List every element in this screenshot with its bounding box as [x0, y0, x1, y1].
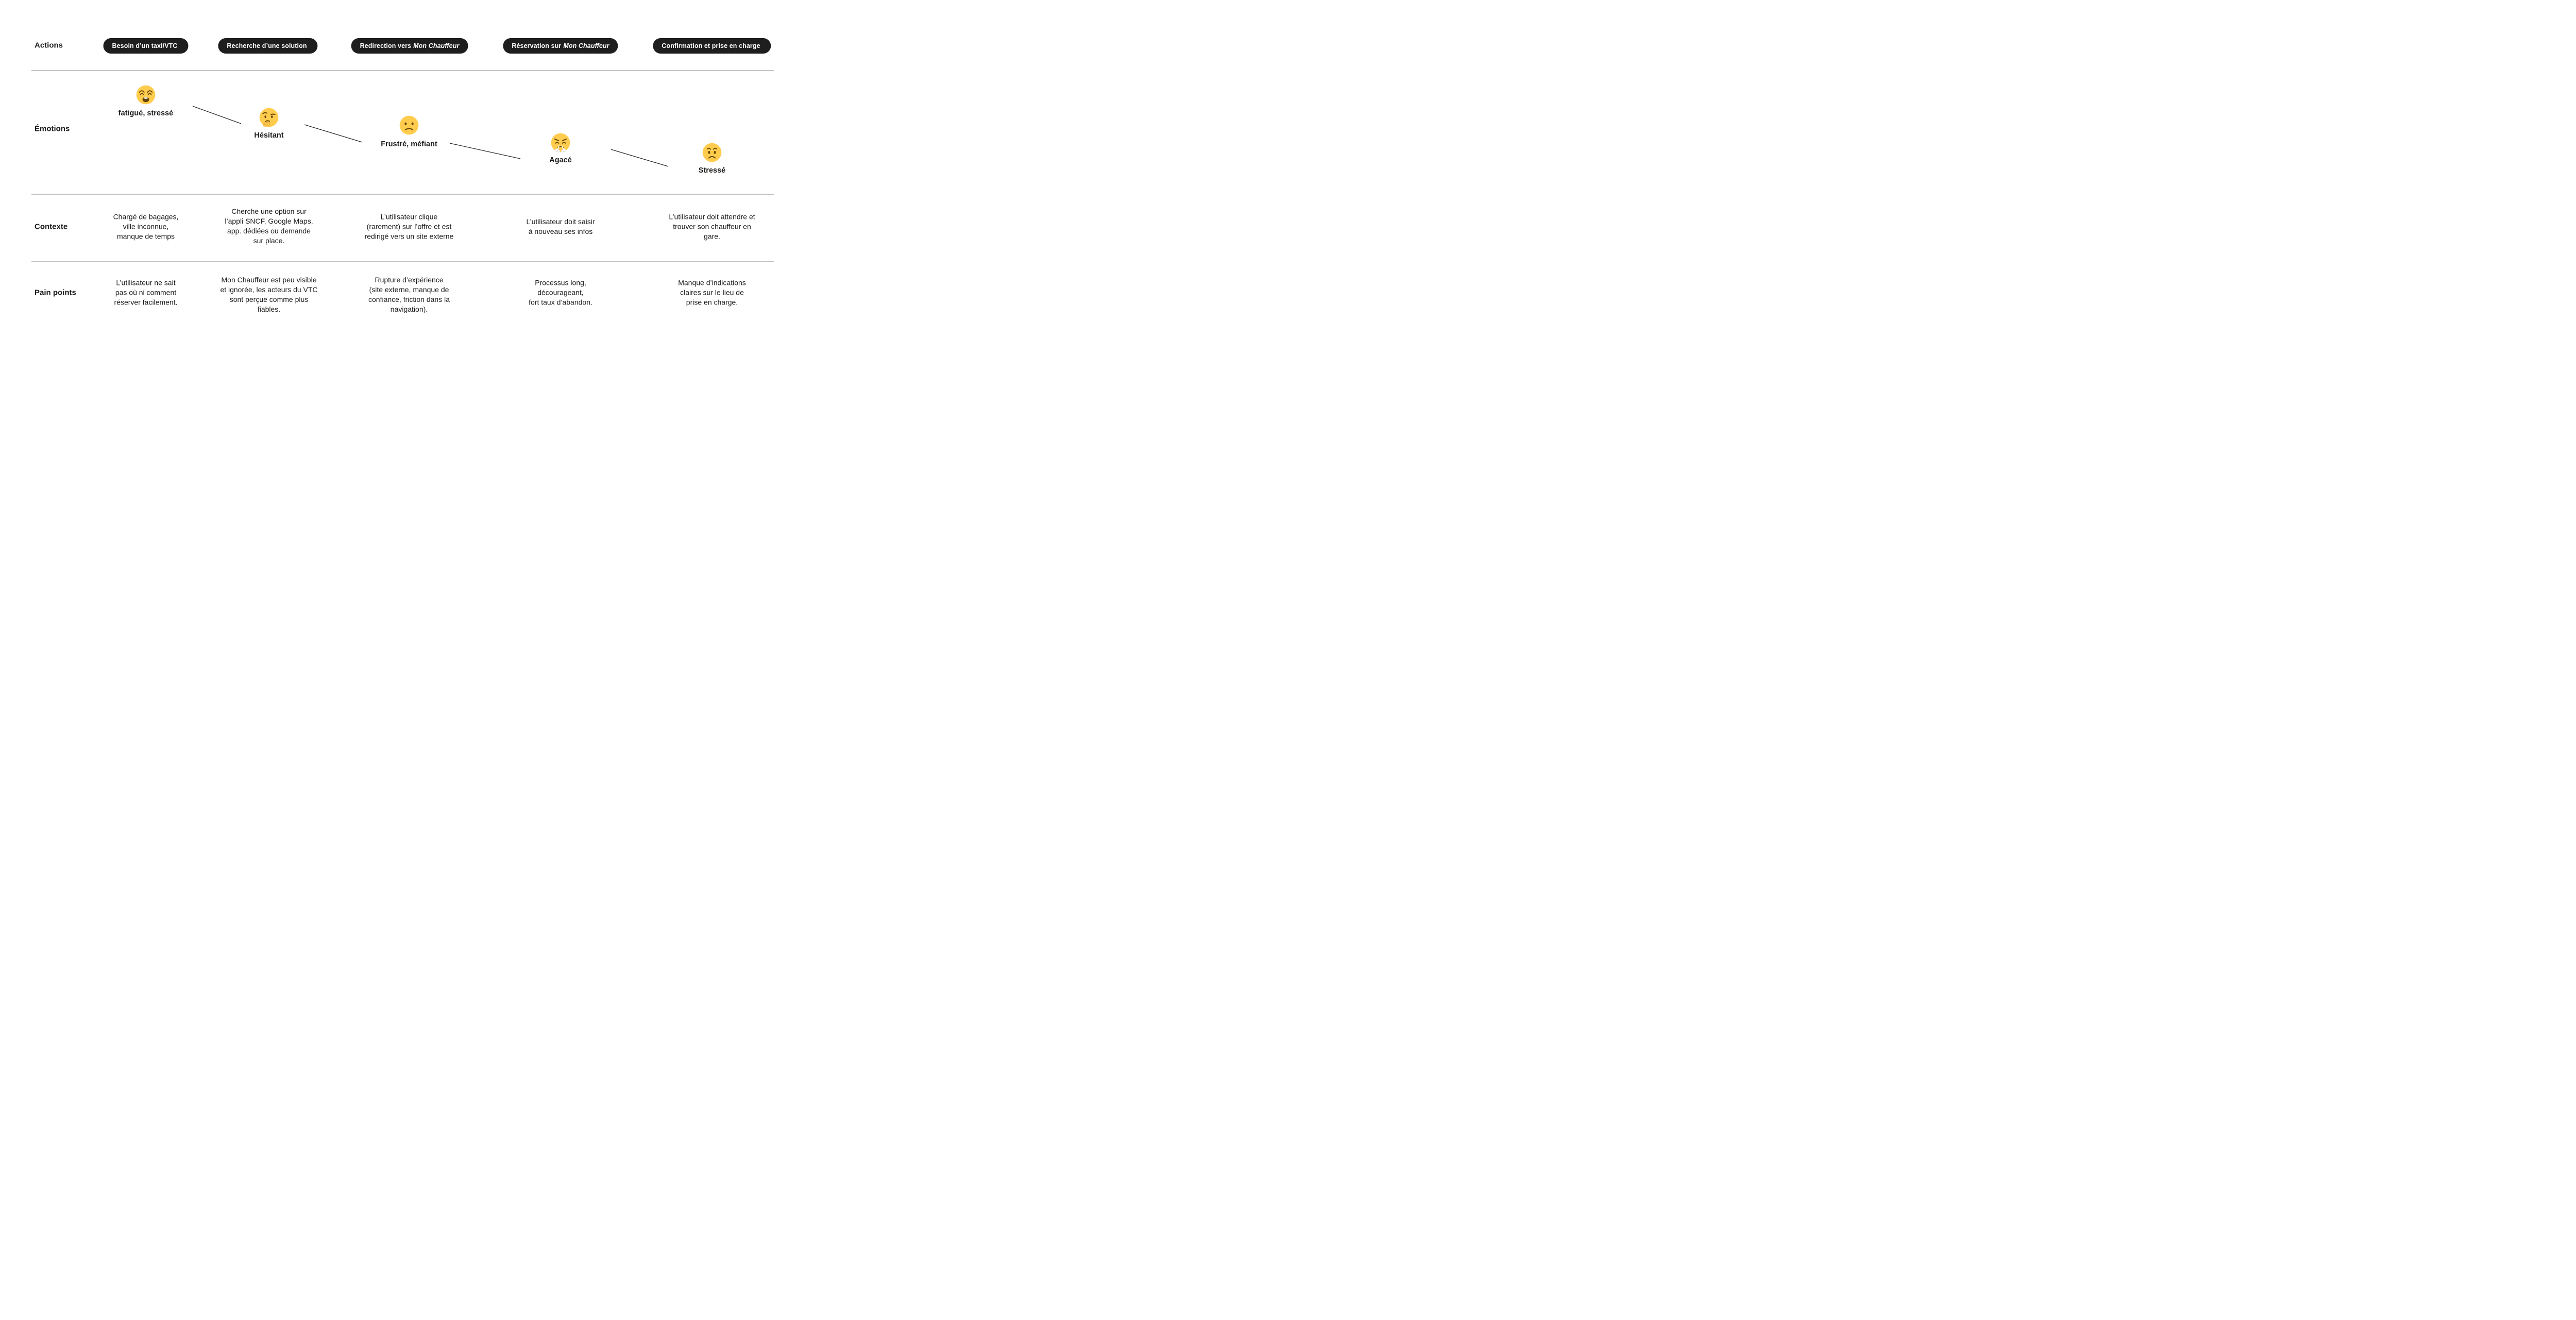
context-cell-1: Chargé de bagages, ville inconnue, manqu… — [113, 212, 179, 241]
slightly-frowning-face-icon — [399, 115, 419, 136]
context-cell-5: L’utilisateur doit attendre et trouver s… — [669, 212, 755, 241]
worried-face-icon — [702, 142, 722, 163]
pain-cell-4: Processus long, décourageant, fort taux … — [529, 278, 592, 307]
emotion-connector-line — [449, 143, 521, 159]
action-pill-text: Redirection vers — [360, 42, 412, 49]
row-label-emotions: Émotions — [35, 124, 70, 133]
emotion-label-2: Hésitant — [254, 131, 284, 140]
emotion-label-3: Frustré, méfiant — [381, 140, 437, 148]
action-pill-text-italic: Mon Chauffeur — [413, 42, 460, 49]
emotion-connector-line — [611, 149, 669, 167]
action-pill-1: Besoin d’un taxi/VTC — [103, 38, 189, 54]
action-pill-text: Confirmation et prise en charge — [662, 42, 760, 49]
action-pill-5: Confirmation et prise en charge — [653, 38, 771, 54]
pain-cell-2: Mon Chauffeur est peu visible et ignorée… — [220, 276, 318, 313]
action-pill-text: Besoin d’un taxi/VTC — [112, 42, 178, 49]
pain-cell-1: L’utilisateur ne sait pas où ni comment … — [114, 278, 178, 307]
row-divider — [31, 70, 774, 71]
journey-map: Actions Émotions Contexte Pain points Be… — [0, 0, 808, 352]
row-label-pain: Pain points — [35, 288, 76, 297]
row-label-context: Contexte — [35, 222, 68, 231]
action-pill-text-italic: Mon Chauffeur — [563, 42, 609, 49]
context-cell-3: L’utilisateur clique (rarement) sur l’of… — [364, 212, 454, 241]
emotion-connector-line — [304, 124, 363, 143]
emotion-label-4: Agacé — [549, 156, 572, 164]
pain-cell-3: Rupture d’expérience (site externe, manq… — [368, 276, 450, 313]
emotion-label-1: fatigué, stressé — [118, 109, 174, 117]
pain-cell-5: Manque d’indications claires sur le lieu… — [678, 278, 746, 307]
steam-from-nose-face-icon — [550, 132, 571, 153]
context-cell-2: Cherche une option sur l’appli SNCF, Goo… — [225, 207, 313, 245]
context-cell-4: L’utilisateur doit saisir à nouveau ses … — [526, 217, 595, 235]
row-label-actions: Actions — [35, 41, 63, 50]
emotion-connector-line — [192, 106, 242, 124]
row-divider — [31, 261, 774, 262]
thinking-face-icon — [259, 107, 279, 128]
weary-face-icon — [135, 84, 156, 105]
action-pill-text: Réservation sur — [512, 42, 562, 49]
row-divider — [31, 194, 774, 195]
action-pill-2: Recherche d’une solution — [218, 38, 318, 54]
action-pill-text: Recherche d’une solution — [227, 42, 307, 49]
emotion-label-5: Stressé — [698, 166, 726, 175]
